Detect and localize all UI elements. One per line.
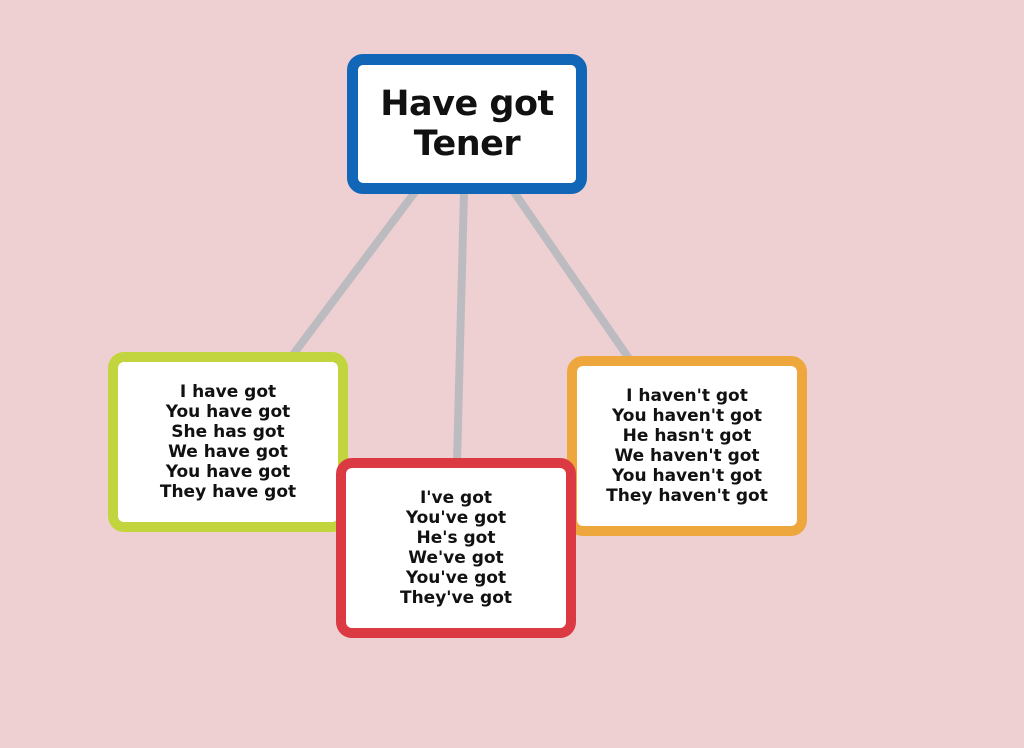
negative-line: You haven't got	[612, 466, 762, 486]
contracted-line: They've got	[399, 588, 513, 608]
connector-root-to-affirmative	[288, 188, 419, 360]
affirmative-line: They have got	[159, 482, 297, 502]
connector-root-to-contracted	[453, 188, 468, 466]
negative-node: I haven't got You haven't got He hasn't …	[567, 356, 807, 536]
contracted-line: I've got	[419, 488, 493, 508]
contracted-line: We've got	[408, 548, 504, 568]
negative-line: He hasn't got	[622, 426, 752, 446]
affirmative-line: I have got	[179, 382, 277, 402]
connector-root-to-negative	[510, 188, 634, 364]
negative-line: You haven't got	[612, 406, 762, 426]
contracted-line: He's got	[416, 528, 496, 548]
affirmative-node: I have got You have got She has got We h…	[108, 352, 348, 532]
root-title: Have got	[380, 84, 554, 124]
negative-line: I haven't got	[626, 386, 748, 406]
affirmative-line: You have got	[165, 402, 291, 422]
contracted-line: You've got	[405, 568, 507, 588]
negative-line: They haven't got	[606, 486, 768, 506]
affirmative-line: You have got	[165, 462, 291, 482]
affirmative-line: We have got	[168, 442, 288, 462]
affirmative-line: She has got	[171, 422, 285, 442]
contracted-node: I've got You've got He's got We've got Y…	[336, 458, 576, 638]
root-translation: Tener	[413, 124, 521, 164]
contracted-line: You've got	[405, 508, 507, 528]
negative-line: We haven't got	[614, 446, 760, 466]
root-node: Have got Tener	[347, 54, 587, 194]
